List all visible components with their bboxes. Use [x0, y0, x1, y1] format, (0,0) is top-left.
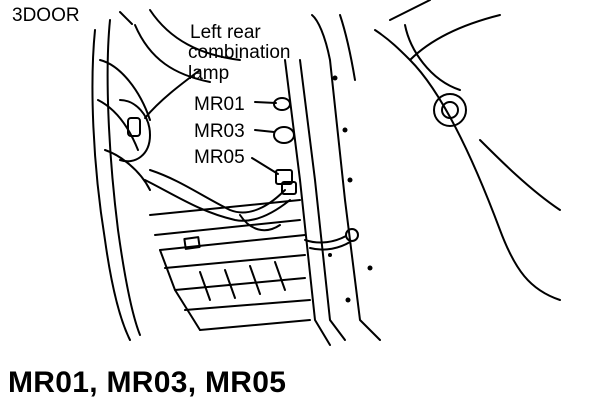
connector-label-mr05: MR05 [194, 147, 245, 168]
lamp-label-line-2: combination [188, 42, 291, 63]
lamp-label-line-1: Left rear [190, 22, 261, 43]
connector-label-mr03: MR03 [194, 121, 245, 142]
diagram-caption: MR01, MR03, MR05 [8, 366, 287, 399]
lamp-label-line-3: lamp [188, 63, 230, 84]
variant-label: 3DOOR [12, 5, 80, 26]
connector-label-mr01: MR01 [194, 94, 245, 115]
